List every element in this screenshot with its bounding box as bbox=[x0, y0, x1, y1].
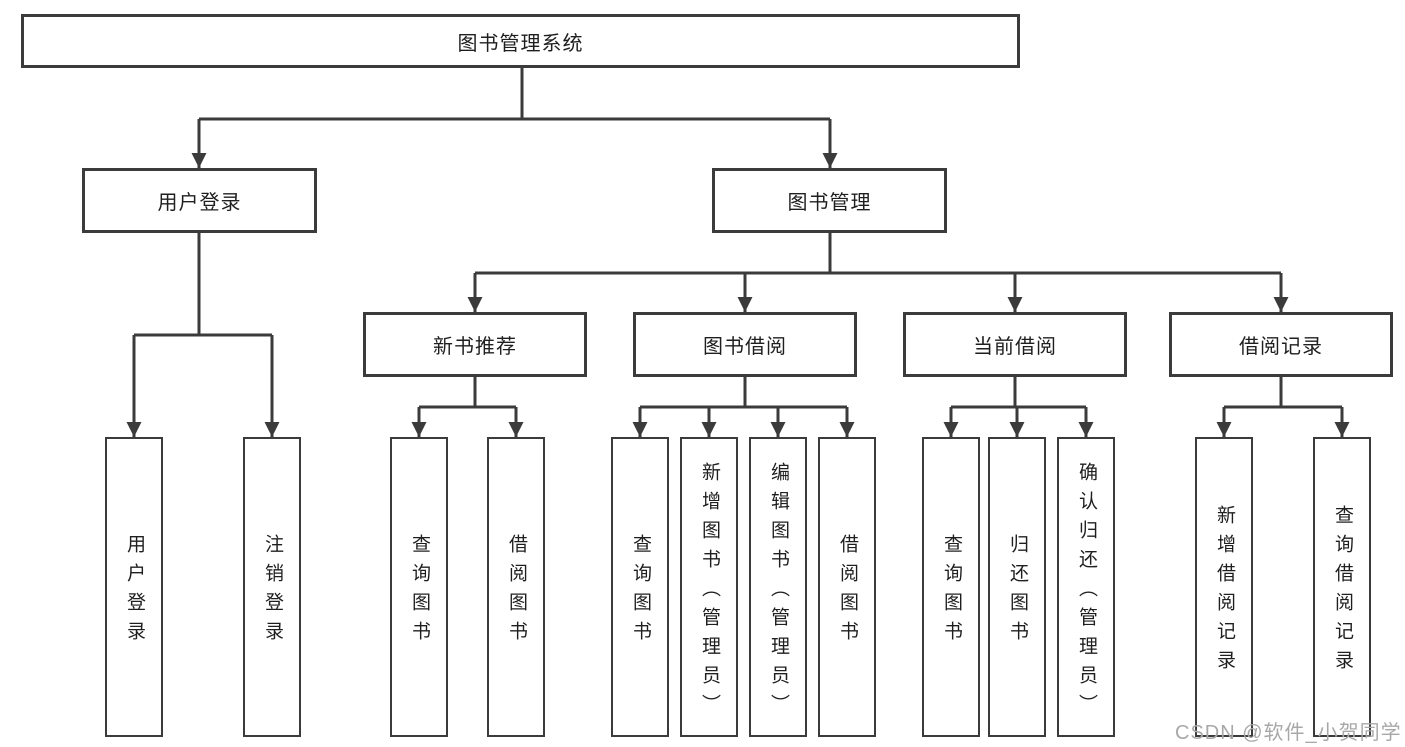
node-current-borrowing-label: 当前借阅 bbox=[973, 336, 1057, 358]
node-leaf-query-books-borrow: 查询图书 bbox=[611, 437, 669, 737]
node-leaf-confirm-return-admin-label: 确认归还（管理员） bbox=[1075, 461, 1097, 723]
node-leaf-query-borrow-record: 查询借阅记录 bbox=[1313, 437, 1371, 737]
node-leaf-return-books-label: 归还图书 bbox=[1006, 534, 1028, 650]
node-leaf-add-borrow-record: 新增借阅记录 bbox=[1195, 437, 1253, 737]
node-leaf-borrow-books-rec: 借阅图书 bbox=[487, 437, 545, 737]
node-leaf-confirm-return-admin: 确认归还（管理员） bbox=[1057, 437, 1115, 737]
node-leaf-query-books-current-label: 查询图书 bbox=[940, 534, 962, 650]
node-leaf-borrow-books-rec-label: 借阅图书 bbox=[505, 534, 527, 650]
csdn-watermark: CSDN @软件_小贺同学 bbox=[1175, 722, 1402, 744]
node-current-borrowing: 当前借阅 bbox=[903, 312, 1127, 377]
node-leaf-logout-label: 注销登录 bbox=[261, 534, 283, 650]
node-book-borrowing: 图书借阅 bbox=[633, 312, 857, 377]
node-borrowing-records: 借阅记录 bbox=[1169, 312, 1393, 377]
node-leaf-edit-book-admin-label: 编辑图书（管理员） bbox=[767, 461, 789, 723]
node-borrowing-records-label: 借阅记录 bbox=[1239, 336, 1323, 358]
node-book-management-label: 图书管理 bbox=[787, 192, 872, 214]
node-leaf-logout: 注销登录 bbox=[243, 437, 301, 737]
node-leaf-borrow-books-borrow: 借阅图书 bbox=[818, 437, 876, 737]
node-user-login: 用户登录 bbox=[82, 168, 317, 233]
node-book-borrowing-label: 图书借阅 bbox=[703, 336, 787, 358]
node-leaf-return-books: 归还图书 bbox=[988, 437, 1046, 737]
node-leaf-query-books-current: 查询图书 bbox=[922, 437, 980, 737]
node-root: 图书管理系统 bbox=[21, 14, 1020, 68]
node-leaf-query-borrow-record-label: 查询借阅记录 bbox=[1331, 505, 1353, 679]
node-leaf-query-books-borrow-label: 查询图书 bbox=[629, 534, 651, 650]
node-leaf-user-login: 用户登录 bbox=[105, 437, 163, 737]
node-new-book-recommendation-label: 新书推荐 bbox=[433, 336, 517, 358]
node-leaf-add-borrow-record-label: 新增借阅记录 bbox=[1213, 505, 1235, 679]
node-leaf-query-books-rec-label: 查询图书 bbox=[408, 534, 430, 650]
node-leaf-borrow-books-borrow-label: 借阅图书 bbox=[836, 534, 858, 650]
node-root-label: 图书管理系统 bbox=[457, 32, 584, 55]
node-leaf-edit-book-admin: 编辑图书（管理员） bbox=[749, 437, 807, 737]
node-leaf-add-book-admin: 新增图书（管理员） bbox=[680, 437, 738, 737]
node-leaf-user-login-label: 用户登录 bbox=[123, 534, 145, 650]
node-book-management: 图书管理 bbox=[712, 168, 947, 233]
node-leaf-query-books-rec: 查询图书 bbox=[390, 437, 448, 737]
node-user-login-label: 用户登录 bbox=[157, 192, 242, 214]
node-leaf-add-book-admin-label: 新增图书（管理员） bbox=[698, 461, 720, 723]
node-new-book-recommendation: 新书推荐 bbox=[363, 312, 587, 377]
